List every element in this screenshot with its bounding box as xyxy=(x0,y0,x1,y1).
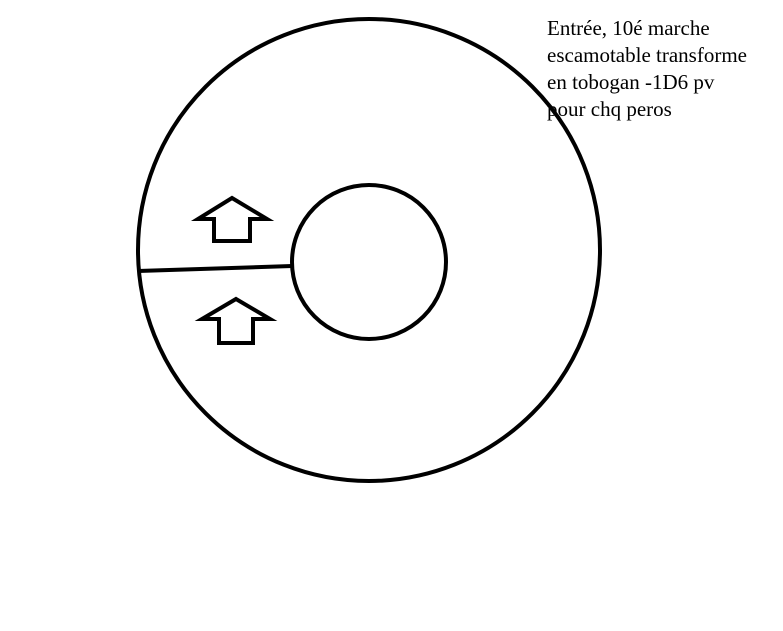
annotation-line: en tobogan -1D6 pv xyxy=(547,70,715,94)
annotation-line: pour chq peros xyxy=(547,97,672,121)
entrance-line xyxy=(137,264,293,273)
outer-wall-circle xyxy=(136,17,602,483)
annotation-line: escamotable transforme xyxy=(547,43,747,67)
central-pillar-circle xyxy=(290,183,448,341)
arrow-up-icon xyxy=(194,296,278,345)
trap-annotation: Entrée, 10é marche escamotable transform… xyxy=(547,15,779,123)
arrow-up-icon xyxy=(190,195,275,243)
annotation-line: Entrée, 10é marche xyxy=(547,16,710,40)
